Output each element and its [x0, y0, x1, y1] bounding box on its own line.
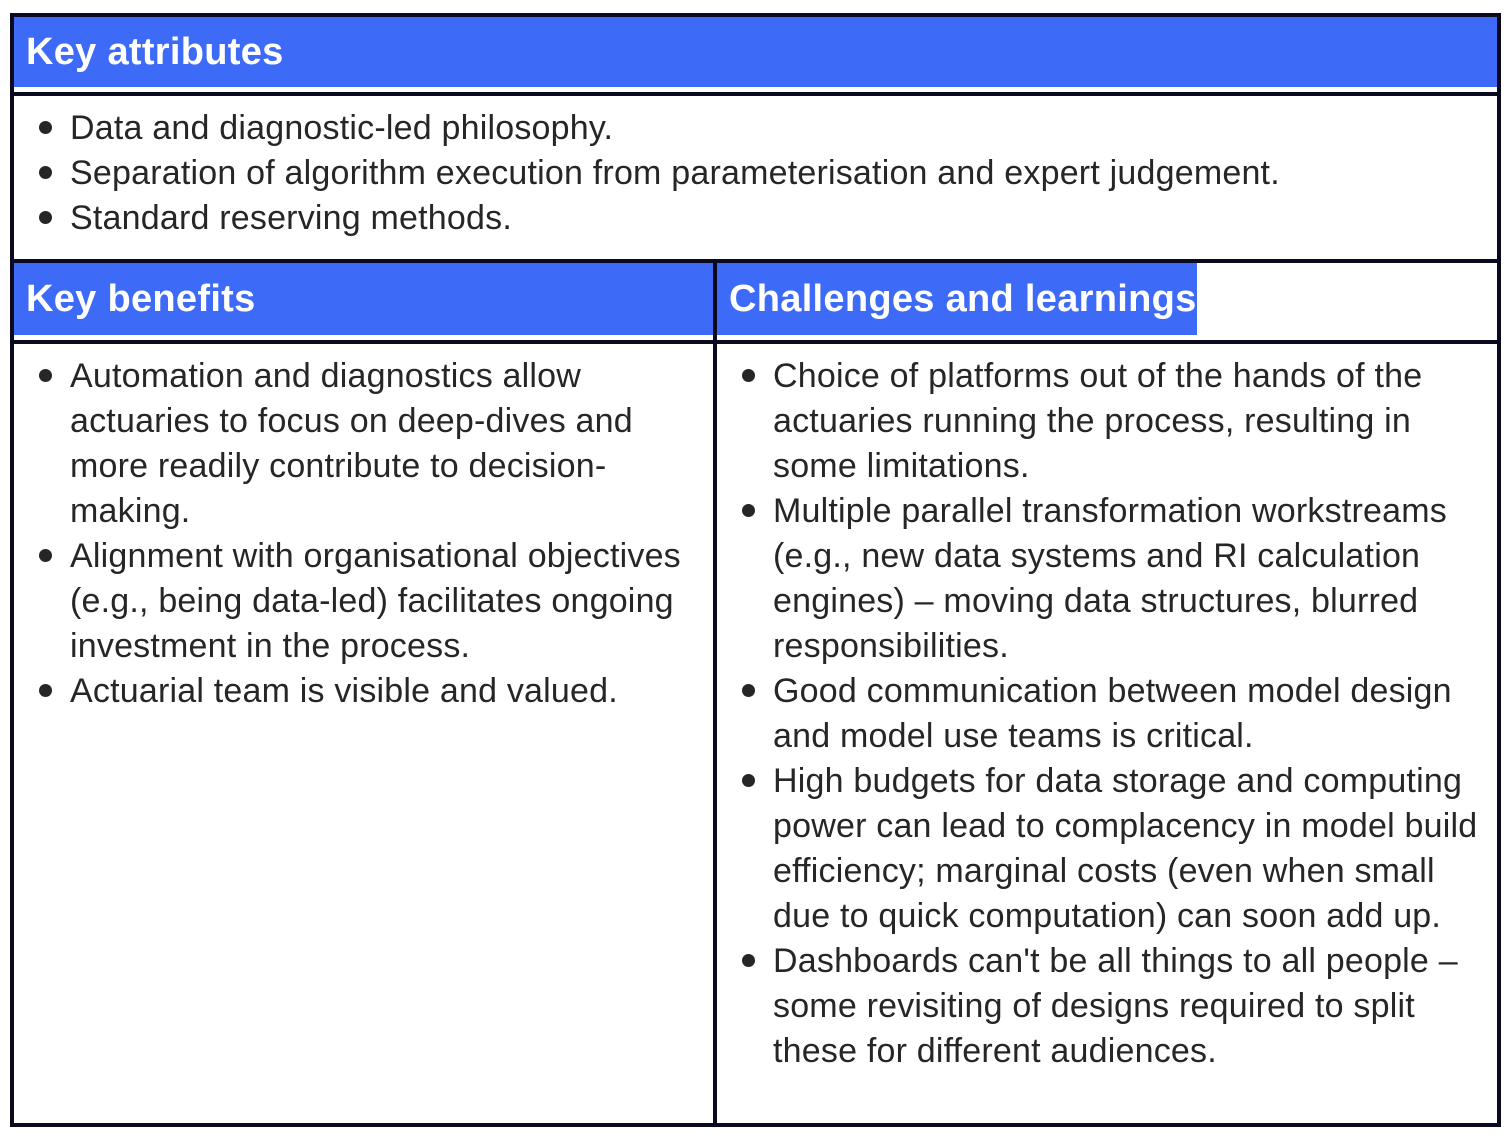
horizontal-divider: [14, 92, 1497, 96]
column-bodies-row: Automation and diagnostics allow actuari…: [14, 344, 1497, 1123]
key-attributes-body: Data and diagnostic-led philosophy. Sepa…: [14, 96, 1497, 259]
bullet-item: Multiple parallel transformation workstr…: [727, 489, 1481, 669]
bullet-item: Actuarial team is visible and valued.: [24, 669, 697, 714]
key-benefits-header: Key benefits: [14, 263, 713, 340]
bullet-item: Alignment with organisational objectives…: [24, 534, 697, 669]
challenges-list: Choice of platforms out of the hands of …: [727, 354, 1481, 1074]
bullet-item: High budgets for data storage and comput…: [727, 759, 1481, 939]
challenges-body: Choice of platforms out of the hands of …: [717, 344, 1497, 1123]
bullet-item: Automation and diagnostics allow actuari…: [24, 354, 697, 534]
horizontal-divider: [14, 259, 1497, 263]
bullet-item: Good communication between model design …: [727, 669, 1481, 759]
key-attributes-title: Key attributes: [26, 30, 284, 73]
horizontal-divider: [14, 340, 1497, 344]
key-benefits-list: Automation and diagnostics allow actuari…: [24, 354, 697, 714]
bullet-item: Standard reserving methods.: [24, 196, 1481, 241]
key-attributes-header: Key attributes: [14, 17, 1497, 92]
bullet-item: Dashboards can't be all things to all pe…: [727, 939, 1481, 1074]
key-benefits-title: Key benefits: [26, 277, 256, 320]
challenges-header: Challenges and learnings: [717, 263, 1197, 340]
vertical-divider: [713, 344, 717, 1123]
key-benefits-body: Automation and diagnostics allow actuari…: [14, 344, 713, 1123]
bullet-item: Choice of platforms out of the hands of …: [727, 354, 1481, 489]
key-attributes-list: Data and diagnostic-led philosophy. Sepa…: [24, 106, 1481, 241]
bullet-item: Data and diagnostic-led philosophy.: [24, 106, 1481, 151]
bullet-item: Separation of algorithm execution from p…: [24, 151, 1481, 196]
vertical-divider: [713, 263, 717, 340]
column-headers-row: Key benefits Challenges and learnings: [14, 263, 1497, 340]
challenges-title: Challenges and learnings: [729, 277, 1197, 320]
summary-table: Key attributes Data and diagnostic-led p…: [10, 13, 1501, 1127]
